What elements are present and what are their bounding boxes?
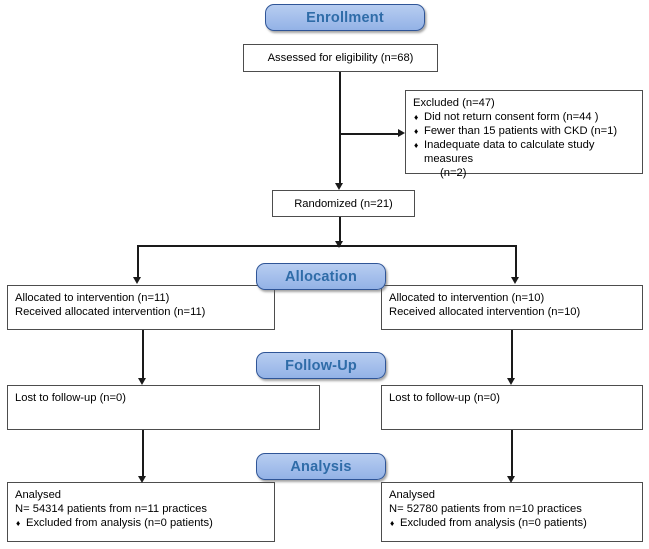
- arrow-randomized-down: [335, 241, 343, 248]
- stage-banner-followup-label: Follow-Up: [285, 357, 357, 374]
- excluded-title: Excluded (n=47): [413, 97, 495, 109]
- connector-allocation-split-left: [137, 245, 139, 279]
- analysis-right-line2: N= 52780 patients from n=10 practices: [389, 503, 582, 515]
- stage-banner-analysis-label: Analysis: [290, 458, 352, 475]
- assessed-for-eligibility-text: Assessed for eligibility (n=68): [267, 52, 414, 64]
- excluded-reason-item: Fewer than 15 patients with CKD (n=1): [413, 124, 635, 138]
- analysis-left-line2: N= 54314 patients from n=11 practices: [15, 503, 207, 515]
- analysis-left-bullet-item: Excluded from analysis (n=0 patients): [15, 516, 267, 530]
- excluded-reason-item: Inadequate data to calculate study measu…: [413, 138, 635, 180]
- box-allocation-right: Allocated to intervention (n=10) Receive…: [381, 285, 643, 330]
- box-analysis-left: Analysed N= 54314 patients from n=11 pra…: [7, 482, 275, 542]
- analysis-left-bullet-list: Excluded from analysis (n=0 patients): [15, 516, 267, 530]
- stage-banner-allocation: Allocation: [256, 263, 386, 290]
- arrow-to-excluded: [398, 129, 405, 137]
- connector-randomized-down: [339, 217, 341, 245]
- connector-left-allocation-to-followup: [142, 330, 144, 380]
- box-analysis-right: Analysed N= 52780 patients from n=10 pra…: [381, 482, 643, 542]
- analysis-right-line1: Analysed: [389, 489, 436, 501]
- arrow-split-to-left-allocation: [133, 277, 141, 284]
- connector-assessed-to-randomized: [339, 72, 341, 185]
- excluded-reason-continuation: (n=2): [440, 167, 467, 179]
- connector-allocation-split-bar: [137, 245, 516, 247]
- stage-banner-enrollment-label: Enrollment: [306, 9, 384, 26]
- followup-left-line1: Lost to follow-up (n=0): [15, 392, 127, 404]
- analysis-right-bullet-list: Excluded from analysis (n=0 patients): [389, 516, 635, 530]
- analysis-right-bullet-item: Excluded from analysis (n=0 patients): [389, 516, 635, 530]
- arrow-right-allocation-to-followup: [507, 378, 515, 385]
- allocation-left-line2: Received allocated intervention (n=11): [15, 306, 206, 318]
- stage-banner-analysis: Analysis: [256, 453, 386, 480]
- arrow-left-followup-to-analysis: [138, 476, 146, 483]
- connector-right-followup-to-analysis: [511, 430, 513, 478]
- randomized-text: Randomized (n=21): [294, 197, 393, 210]
- allocation-right-line1: Allocated to intervention (n=10): [389, 292, 545, 304]
- connector-to-excluded: [340, 133, 400, 135]
- box-excluded: Excluded (n=47) Did not return consent f…: [405, 90, 643, 179]
- excluded-reason-item: Did not return consent form (n=44 ): [413, 110, 635, 124]
- box-followup-right: Lost to follow-up (n=0): [381, 385, 643, 430]
- excluded-reason-list: Did not return consent form (n=44 ) Fewe…: [413, 110, 635, 180]
- connector-right-allocation-to-followup: [511, 330, 513, 380]
- stage-banner-enrollment: Enrollment: [265, 4, 425, 31]
- arrow-left-allocation-to-followup: [138, 378, 146, 385]
- allocation-left-line1: Allocated to intervention (n=11): [15, 292, 170, 304]
- box-randomized: Randomized (n=21): [272, 190, 415, 217]
- box-followup-left: Lost to follow-up (n=0): [7, 385, 320, 430]
- connector-allocation-split-right: [515, 245, 517, 279]
- connector-left-followup-to-analysis: [142, 430, 144, 478]
- analysis-left-line1: Analysed: [15, 489, 62, 501]
- arrow-right-followup-to-analysis: [507, 476, 515, 483]
- stage-banner-allocation-label: Allocation: [284, 268, 358, 285]
- arrow-split-to-right-allocation: [511, 277, 519, 284]
- box-allocation-left: Allocated to intervention (n=11) Receive…: [7, 285, 275, 330]
- stage-banner-followup: Follow-Up: [256, 352, 386, 379]
- followup-right-line1: Lost to follow-up (n=0): [389, 392, 501, 404]
- box-assessed-for-eligibility: Assessed for eligibility (n=68): [243, 44, 438, 72]
- allocation-right-line2: Received allocated intervention (n=10): [389, 306, 581, 318]
- arrow-assessed-to-randomized: [335, 183, 343, 190]
